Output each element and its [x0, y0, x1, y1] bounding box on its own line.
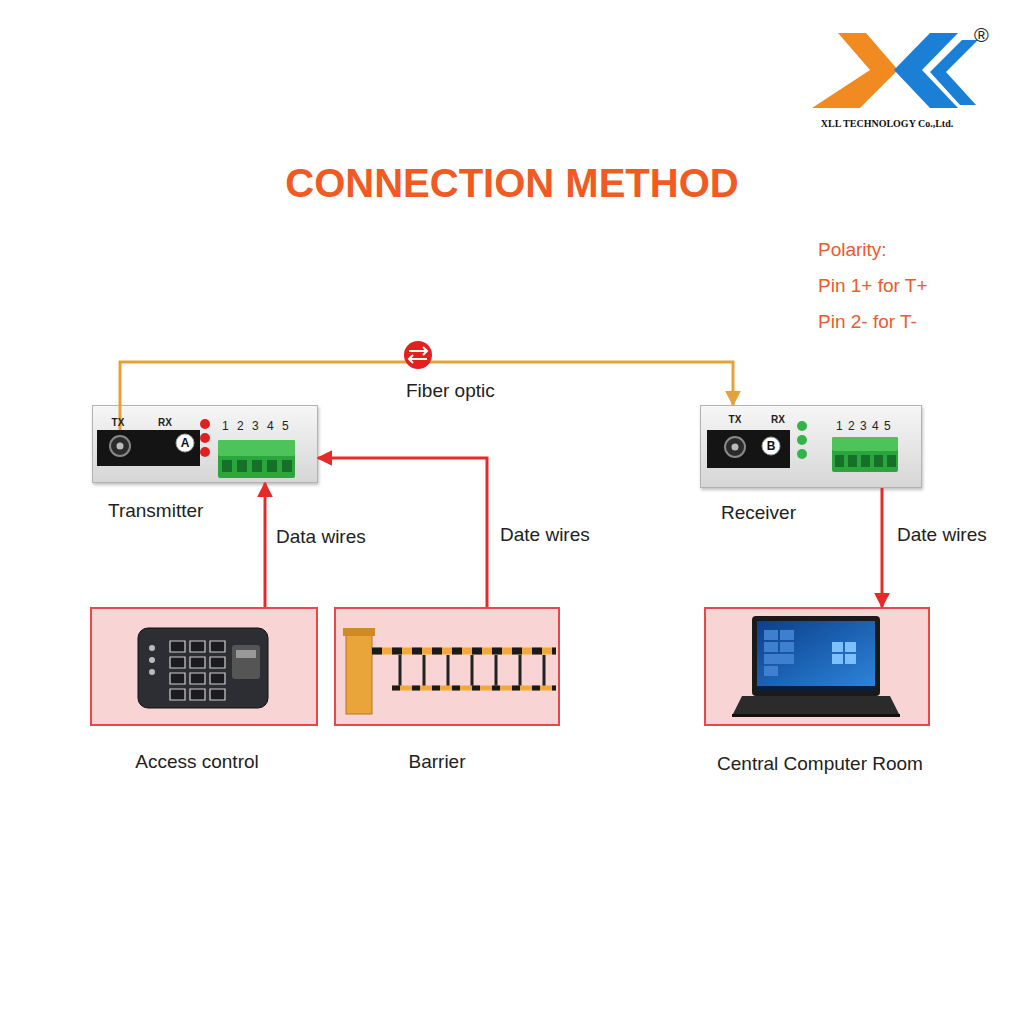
- fiber-lead: [119, 405, 122, 437]
- terminal-block: [218, 440, 295, 478]
- connector-label: Date wires: [897, 524, 1022, 546]
- node-caption: Barrier: [307, 751, 567, 773]
- windows-logo: [832, 642, 856, 664]
- terminal-block-top: [832, 437, 898, 451]
- status-led: [200, 433, 210, 443]
- unit-badge: [762, 437, 780, 455]
- pin-numbers: 1 2 3 4 5: [222, 419, 302, 433]
- unit-letter: A: [175, 436, 195, 450]
- keypad-body: [138, 628, 268, 708]
- diagram-title: CONNECTION METHOD: [0, 160, 1024, 206]
- unit-badge: [176, 434, 194, 452]
- fiber-optic-cable: [120, 362, 733, 405]
- optical-port-block: [97, 430, 200, 466]
- optical-port: [110, 436, 130, 456]
- keypad-indicator: [149, 669, 155, 675]
- connector-label: Data wires: [276, 526, 406, 548]
- card-reader: [232, 645, 260, 679]
- laptop-illustration: [732, 616, 900, 717]
- polarity-note: Pin 2- for T-: [818, 311, 1018, 333]
- pin-numbers: 1 2 3 4 5: [836, 419, 906, 433]
- status-led: [797, 421, 807, 431]
- barrier-arm: [372, 648, 556, 655]
- polarity-note: Pin 1+ for T+: [818, 275, 1018, 297]
- status-led: [200, 419, 210, 429]
- barrier-cap: [343, 628, 375, 636]
- card-slot: [236, 650, 256, 658]
- port-name: RX: [763, 414, 793, 426]
- logo-blue-mark: [930, 40, 978, 105]
- fiber-icon: [404, 341, 432, 369]
- device-panel: Central Computer Room: [704, 607, 930, 726]
- barrier-arm-stripes: [372, 648, 556, 655]
- screen-tiles: [764, 630, 794, 676]
- barrier-post: [346, 632, 372, 714]
- keypad-buttons: [170, 641, 225, 700]
- company-name: XLL TECHNOLOGY Co.,Ltd.: [802, 117, 972, 131]
- optical-port-block: [707, 430, 790, 468]
- status-led: [200, 447, 210, 457]
- receiver-unit: Receiver: [700, 405, 922, 488]
- optical-port-core: [732, 444, 739, 451]
- keypad-illustration: [138, 628, 268, 708]
- optical-port-core: [117, 443, 124, 450]
- optical-port: [725, 437, 745, 457]
- node-caption: Transmitter: [108, 500, 308, 522]
- barrier-lower-stripes: [392, 686, 556, 691]
- transmitter-front-panel: [97, 405, 295, 478]
- device-panel: Barrier: [334, 607, 560, 726]
- keypad-indicator: [149, 645, 155, 651]
- status-led: [797, 435, 807, 445]
- laptop-base: [732, 696, 900, 716]
- barrier-bars: [400, 655, 544, 690]
- fiber-icon-arrows: [409, 347, 427, 363]
- laptop-screen: [757, 621, 875, 691]
- terminal-holes: [222, 460, 292, 472]
- laptop-base-edge: [732, 714, 900, 717]
- status-led: [797, 449, 807, 459]
- transmitter-unit: Transmitter: [92, 405, 318, 483]
- logo-blue-mark: [894, 33, 958, 108]
- terminal-block-top: [218, 440, 295, 456]
- unit-letter: B: [761, 439, 781, 453]
- data-wire: [318, 458, 487, 607]
- node-caption: Central Computer Room: [690, 753, 950, 775]
- port-name: TX: [720, 414, 750, 426]
- device-panel: Access control: [90, 607, 318, 726]
- data-wire: [881, 488, 884, 607]
- connector-label: Date wires: [500, 524, 630, 546]
- receiver-front-panel: [707, 421, 898, 472]
- connector-label: Fiber optic: [406, 380, 536, 402]
- terminal-block: [832, 437, 898, 472]
- keypad-indicator: [149, 657, 155, 663]
- node-caption: Receiver: [721, 502, 921, 524]
- fiber-icon-disc: [404, 341, 432, 369]
- logo-orange-mark: [812, 33, 898, 108]
- barrier-illustration: [343, 628, 556, 714]
- laptop-bezel: [752, 616, 880, 696]
- port-name: RX: [150, 417, 180, 429]
- terminal-holes: [835, 455, 896, 467]
- data-wire: [264, 483, 267, 607]
- port-name: TX: [103, 417, 133, 429]
- taskbar: [757, 686, 875, 691]
- polarity-note: Polarity:: [818, 239, 1018, 261]
- company-logo: [812, 33, 978, 108]
- barrier-lower-rail: [392, 686, 556, 691]
- registered-mark: ®: [974, 22, 1000, 48]
- node-caption: Access control: [67, 751, 327, 773]
